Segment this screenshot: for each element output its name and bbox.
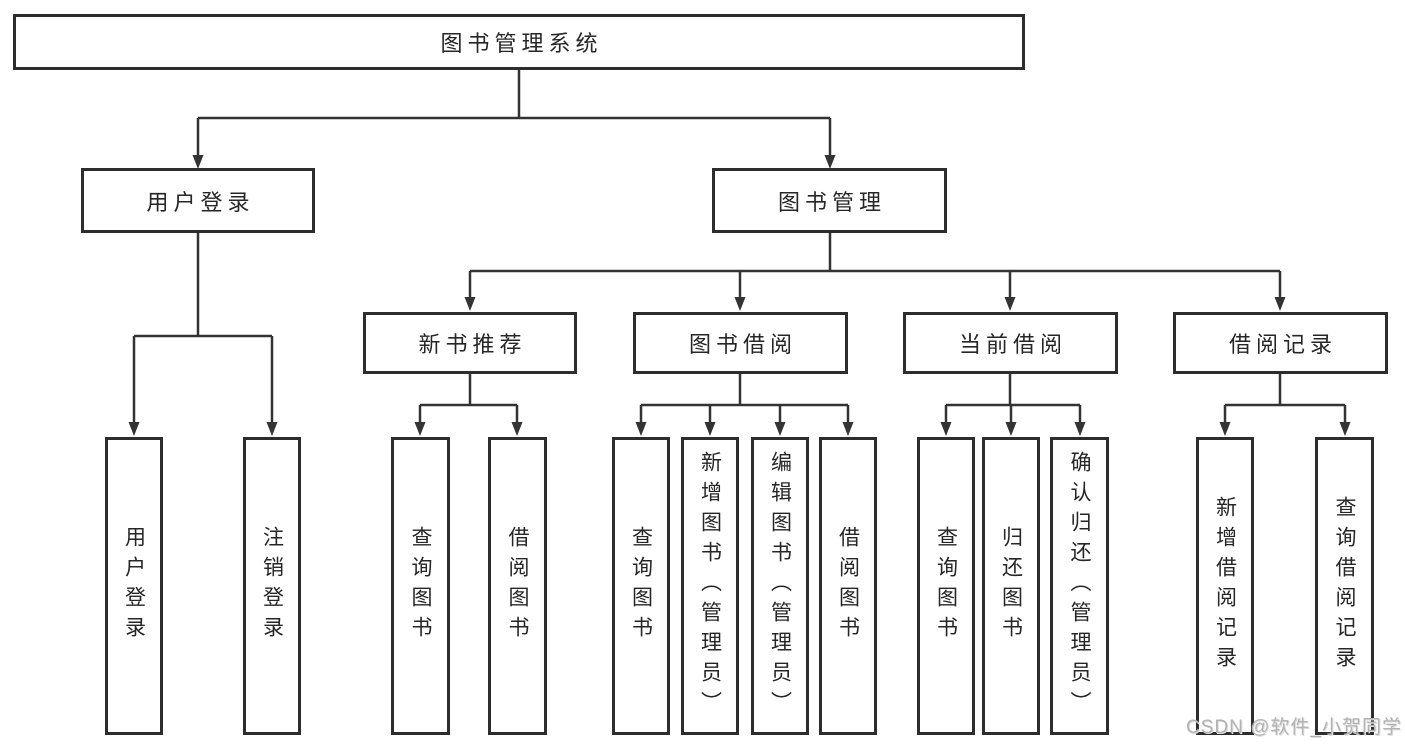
leaf-label: 查询图书 xyxy=(934,526,958,646)
csdn-watermark: CSDN @软件_小贺同学 xyxy=(1186,717,1402,738)
new-book-split-line xyxy=(420,374,517,407)
leaf-edit-book-admin: 编辑图书（管理员） xyxy=(751,437,809,735)
leaf-label: 查询图书 xyxy=(409,526,432,646)
book-borrowing-split-line xyxy=(641,374,848,407)
user-login-split-line xyxy=(134,233,272,338)
leaf-user-login: 用户登录 xyxy=(105,437,163,735)
leaf-label: 新增图书（管理员） xyxy=(698,451,722,721)
book-management-split-line xyxy=(470,233,1280,273)
node-user-login: 用户登录 xyxy=(81,168,315,233)
node-library-management-system: 图书管理系统 xyxy=(13,14,1025,70)
leaf-query-borrow-record: 查询借阅记录 xyxy=(1315,437,1374,735)
node-current-borrowing: 当前借阅 xyxy=(903,312,1118,374)
leaf-borrow-books-recommend: 借阅图书 xyxy=(488,437,547,735)
current-borrowing-split-line xyxy=(946,374,1080,407)
leaf-label: 查询图书 xyxy=(629,526,653,646)
leaf-label: 注销登录 xyxy=(260,526,284,646)
leaf-return-books: 归还图书 xyxy=(982,437,1040,735)
node-book-borrowing: 图书借阅 xyxy=(633,312,848,374)
leaf-query-books-recommend: 查询图书 xyxy=(391,437,450,735)
leaf-label: 新增借阅记录 xyxy=(1213,496,1237,676)
leaf-add-borrow-record: 新增借阅记录 xyxy=(1196,437,1254,735)
leaf-confirm-return-admin: 确认归还（管理员） xyxy=(1050,437,1109,735)
leaf-label: 借阅图书 xyxy=(506,526,529,646)
leaf-label: 借阅图书 xyxy=(836,526,860,646)
leaf-label: 确认归还（管理员） xyxy=(1068,451,1091,721)
node-book-management: 图书管理 xyxy=(712,168,947,233)
borrow-records-split-line xyxy=(1225,374,1345,407)
node-new-book-recommendation: 新书推荐 xyxy=(363,312,577,374)
leaf-query-books-borrowing: 查询图书 xyxy=(612,437,670,735)
leaf-label: 编辑图书（管理员） xyxy=(768,451,792,721)
leaf-label: 查询借阅记录 xyxy=(1333,496,1356,676)
leaf-query-books-current: 查询图书 xyxy=(917,437,975,735)
leaf-label: 用户登录 xyxy=(122,526,146,646)
leaf-add-book-admin: 新增图书（管理员） xyxy=(681,437,739,735)
leaf-borrow-books-borrowing: 借阅图书 xyxy=(819,437,877,735)
node-borrowing-records: 借阅记录 xyxy=(1173,312,1388,374)
leaf-label: 归还图书 xyxy=(999,526,1023,646)
root-split-line xyxy=(198,69,830,120)
leaf-logout: 注销登录 xyxy=(243,437,301,735)
